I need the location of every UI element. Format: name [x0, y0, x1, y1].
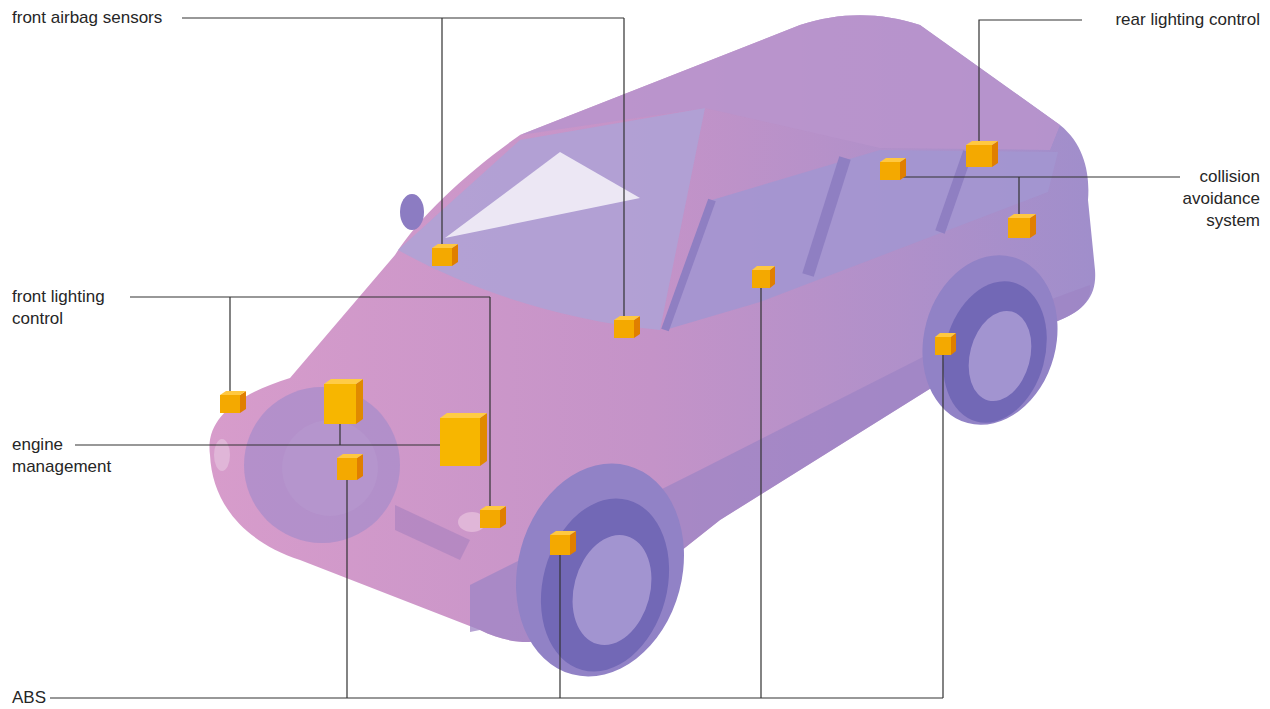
callout-label: collision avoidance system	[1150, 166, 1260, 232]
rear-wheel	[928, 270, 1062, 435]
ecu-module	[337, 454, 363, 480]
ecu-face	[432, 248, 452, 266]
ecu-face	[324, 384, 356, 424]
ecu-top	[752, 266, 775, 270]
leader-line	[893, 177, 1180, 216]
grille	[395, 505, 470, 560]
ecu-face	[880, 162, 900, 180]
ecu-module	[324, 379, 363, 424]
ecu-top	[966, 141, 998, 145]
wheel-arch	[493, 444, 707, 695]
ecu-face	[1008, 218, 1030, 238]
callout-label: rear lighting control	[1060, 9, 1260, 31]
far-front-wheel	[282, 420, 378, 516]
ecu-top	[1008, 214, 1036, 218]
ecu-top	[880, 158, 906, 162]
ecu-side	[357, 454, 363, 480]
ecu-top	[220, 391, 246, 395]
ecu-module	[880, 158, 906, 180]
wheel-arch	[904, 240, 1076, 440]
ecu-face	[935, 337, 951, 355]
front-wheel	[522, 484, 687, 686]
leader-line	[182, 18, 624, 318]
ecu-side	[570, 531, 576, 555]
leader-line	[979, 20, 1082, 141]
ecu-module	[440, 413, 487, 466]
leader-line	[75, 424, 440, 445]
ecu-module	[432, 244, 458, 266]
ecu-top	[337, 454, 363, 458]
ecu-module	[966, 141, 998, 167]
ecu-face	[440, 418, 480, 466]
ecu-module	[935, 333, 956, 355]
wheel-rim	[959, 304, 1041, 408]
ecu-module	[220, 391, 246, 413]
side-mirror	[400, 194, 424, 230]
ecu-top	[614, 316, 640, 320]
callout-label: front airbag sensors	[12, 7, 212, 29]
ecu-top	[324, 379, 363, 384]
b-pillar	[808, 158, 845, 275]
ecu-top	[440, 413, 487, 418]
ecu-side	[992, 141, 998, 167]
ecu-module	[614, 316, 640, 338]
ecu-side	[480, 413, 487, 466]
ecu-top	[480, 506, 506, 510]
ecu-module	[480, 506, 506, 528]
ecu-face	[220, 395, 240, 413]
callout-label: ABS	[12, 687, 132, 709]
ecu-top	[550, 531, 576, 535]
leader-line	[50, 288, 943, 698]
ecu-top	[935, 333, 956, 337]
ecu-face	[614, 320, 634, 338]
ecu-face	[550, 535, 570, 555]
ecu-module	[550, 531, 576, 555]
a-pillar	[665, 200, 712, 330]
windshield-glare	[445, 152, 640, 238]
headlight	[214, 439, 230, 471]
callout-label: engine management	[12, 434, 130, 478]
wheel-rim	[561, 526, 663, 654]
ecu-side	[356, 379, 363, 424]
c-pillar	[940, 152, 968, 232]
ecu-face	[966, 145, 992, 167]
leader-line	[130, 297, 490, 508]
ecu-side	[1030, 214, 1036, 238]
ecu-module	[752, 266, 775, 288]
ecu-face	[480, 510, 500, 528]
ecu-top	[432, 244, 458, 248]
callout-label: front lighting control	[12, 286, 142, 330]
ecu-face	[337, 458, 357, 480]
far-front-wheel-arch	[244, 387, 400, 543]
ecu-module	[1008, 214, 1036, 238]
ecu-face	[752, 270, 770, 288]
